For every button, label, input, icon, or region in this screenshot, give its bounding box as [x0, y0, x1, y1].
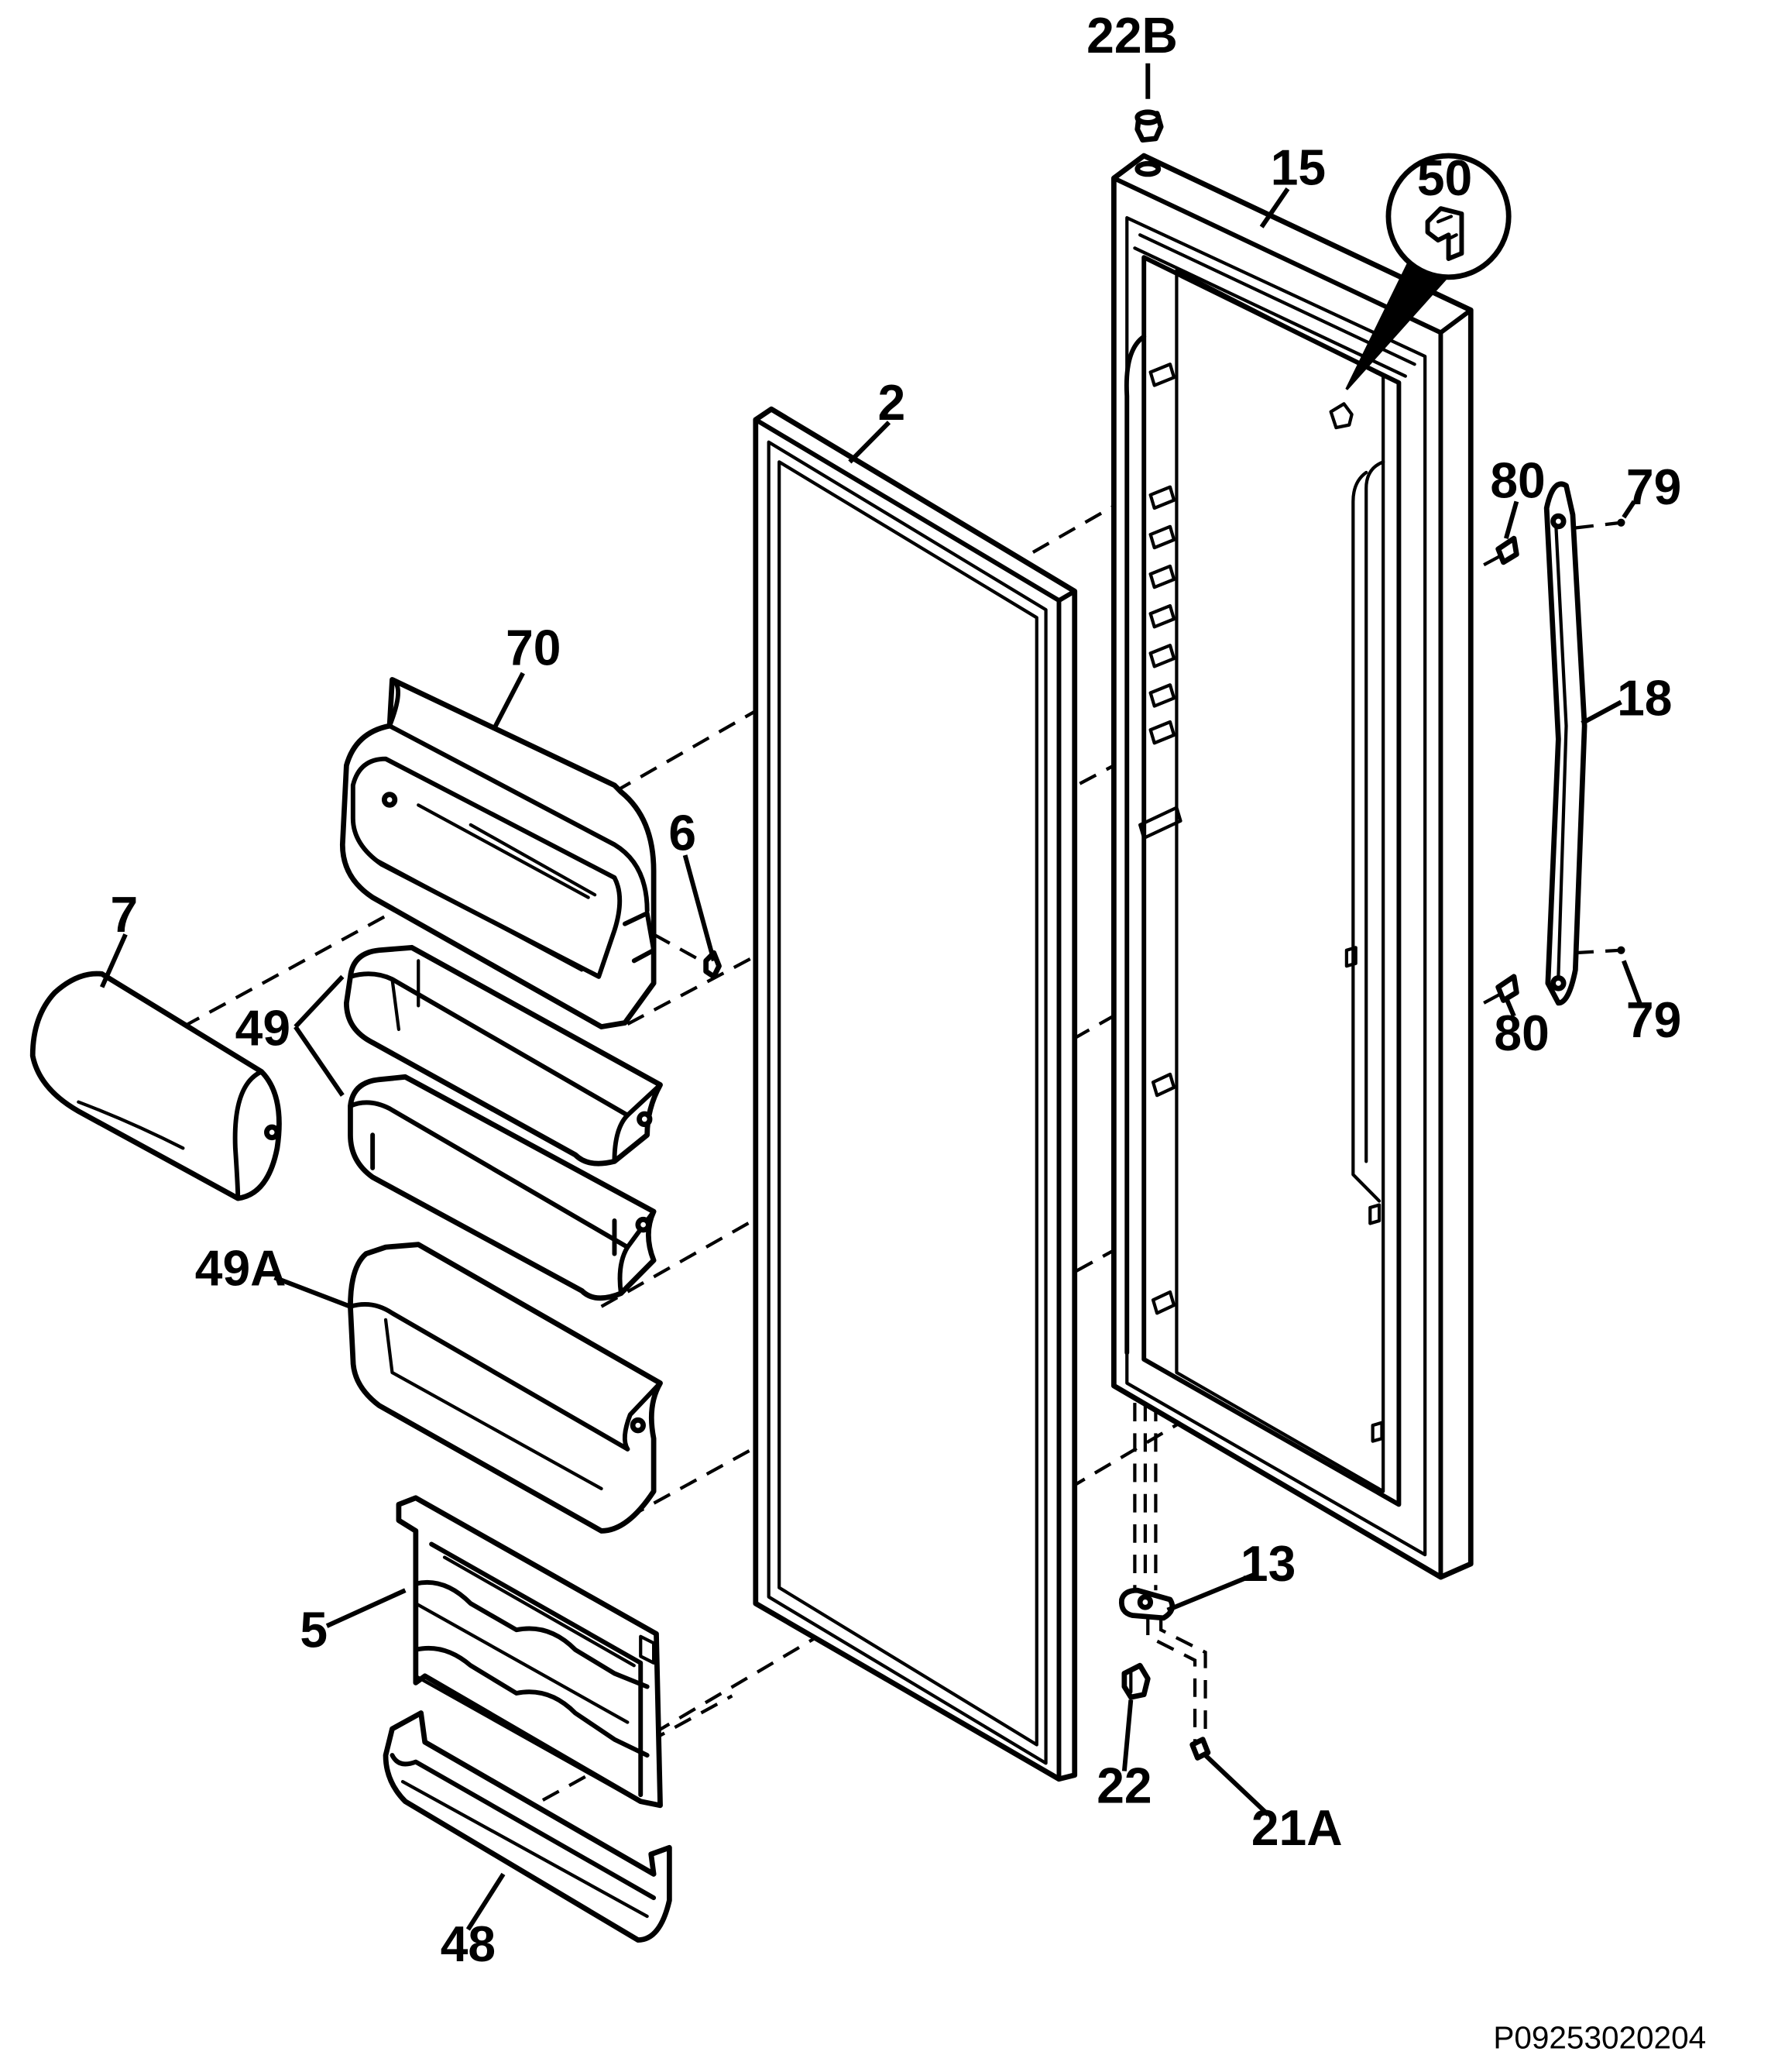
- callout-22: 22: [1097, 1758, 1152, 1813]
- callout-79-lower: 79: [1626, 992, 1681, 1048]
- callout-50: 50: [1417, 150, 1472, 206]
- door-bin-part-49-upper: [344, 944, 663, 1167]
- callout-48: 48: [441, 1916, 496, 1972]
- callout-49a: 49A: [195, 1240, 287, 1296]
- callout-49: 49: [235, 1000, 290, 1056]
- hinge-cap-part-22b: [1134, 109, 1164, 143]
- door-bin-part-49-lower: [348, 1074, 657, 1301]
- dairy-door-part-7: [29, 971, 282, 1201]
- callout-22b: 22B: [1086, 8, 1178, 64]
- callout-80-lower: 80: [1494, 1005, 1549, 1061]
- callout-15: 15: [1271, 139, 1326, 195]
- document-code: P09253020204: [1493, 2019, 1706, 2055]
- callout-2: 2: [878, 375, 906, 431]
- bottom-bin-part-48: [383, 1710, 672, 1943]
- callout-79-upper: 79: [1626, 459, 1681, 515]
- hinge-bracket-part-13: [1118, 1587, 1176, 1621]
- door-shelf-pegs: [1138, 363, 1384, 1443]
- door-bin-part-49a: [348, 1242, 663, 1534]
- callout-7: 7: [111, 887, 139, 943]
- callout-80-upper: 80: [1490, 452, 1545, 508]
- door-part-15: [1110, 153, 1474, 1580]
- handle-part-18: [1543, 481, 1588, 1006]
- shelf-rack-part-5: [396, 1495, 663, 1809]
- callout-21a: 21A: [1251, 1800, 1343, 1856]
- callout-70: 70: [506, 620, 561, 675]
- callout-5: 5: [300, 1602, 328, 1658]
- detail-magnifier-part-50: [1329, 153, 1512, 430]
- dairy-bin-part-70: [339, 677, 657, 1029]
- handle-screws: [1495, 518, 1625, 1003]
- screw-part-21a: [1189, 1737, 1211, 1761]
- callout-6: 6: [668, 805, 696, 861]
- leader-lines: [99, 63, 1643, 1931]
- callout-labels: 22B 15 50 2 80 79 70 18 6 7 49 80 79 49A…: [111, 8, 1707, 2055]
- hinge-pin-part-22: [1121, 1662, 1151, 1700]
- callout-18: 18: [1617, 670, 1672, 726]
- callout-13: 13: [1241, 1536, 1296, 1592]
- gasket-part-2: [753, 406, 1078, 1782]
